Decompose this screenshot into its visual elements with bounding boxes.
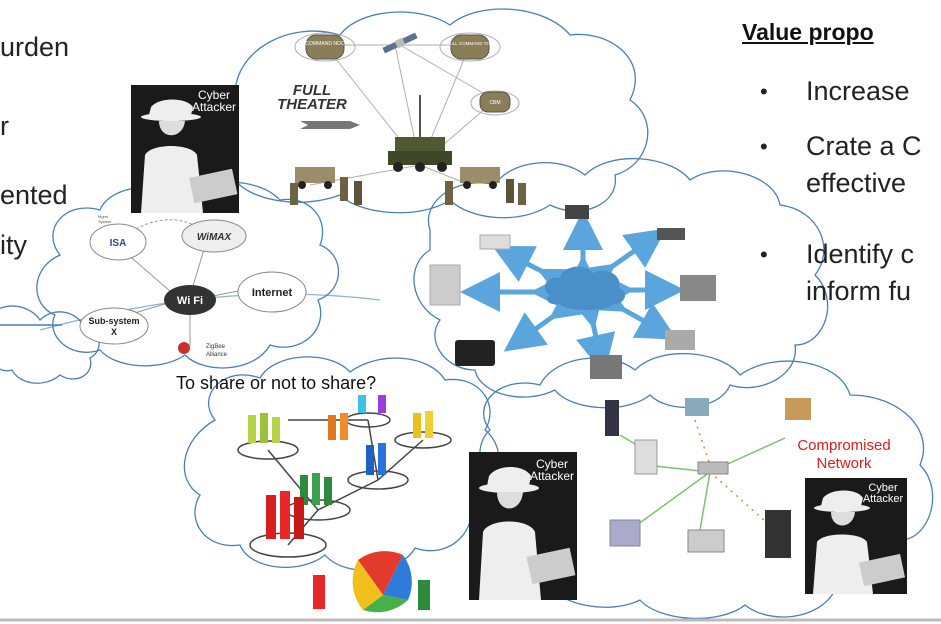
cyber-attacker-right: Cyber Attacker <box>805 478 907 594</box>
command-vehicle-icon <box>388 95 452 172</box>
subsystem-label-line2: X <box>111 327 117 337</box>
network-cloud <box>413 158 829 409</box>
left-text-line3: ented <box>0 180 68 210</box>
aircraft-icon <box>300 121 360 129</box>
cyber-attacker-top: Cyber Attacker <box>131 85 239 213</box>
value-prop-bullet: • Increase <box>736 73 941 113</box>
bullet-text: effective <box>806 168 907 198</box>
zigbee-icon <box>178 342 190 354</box>
noc-node: COMMAND NOC <box>305 34 345 60</box>
theater-banner-line2: THEATER <box>277 96 347 113</box>
attacker-icon <box>813 490 906 594</box>
attacker-icon <box>479 467 576 600</box>
attacker-label-line2: Attacker <box>862 493 904 505</box>
soldiers-right-icon <box>445 167 526 205</box>
value-prop-title: Value propo <box>742 19 874 45</box>
notebook-icon <box>665 330 695 350</box>
wimax-label: WiMAX <box>197 232 233 243</box>
subsystem-node <box>79 307 149 345</box>
bullet-dot: • <box>760 134 768 159</box>
mgmt-label-line1: Mgmt <box>98 214 109 219</box>
hub-cloud-icon <box>544 266 626 310</box>
bullet-dot: • <box>760 79 768 104</box>
cbm-node: CBM <box>479 91 511 113</box>
nas-icon <box>479 234 511 250</box>
svg-text:COMMAND NOC: COMMAND NOC <box>306 41 345 47</box>
tower-icon <box>765 510 791 558</box>
wifi-label: Wi Fi <box>177 295 203 307</box>
attacker-label-line2: Attacker <box>529 469 574 483</box>
wimax-node <box>181 219 247 253</box>
attacker-label-line1: Cyber <box>197 88 230 102</box>
laptop-bottom-icon <box>590 355 622 379</box>
people-network-diagram <box>237 395 452 613</box>
modem-icon <box>605 400 619 436</box>
package-icon <box>785 398 811 420</box>
monitor-icon <box>685 398 709 416</box>
router-icon <box>657 228 685 240</box>
zigbee-label-line2: Alliance <box>206 352 228 358</box>
svg-text:FULL COMMAND TOC: FULL COMMAND TOC <box>447 41 494 46</box>
isa-node <box>89 223 147 261</box>
internet-label: Internet <box>252 287 293 299</box>
printer-icon <box>565 205 589 219</box>
server-icon <box>429 264 461 306</box>
svg-text:CBM: CBM <box>489 100 500 106</box>
puzzle-icon <box>313 551 430 613</box>
value-prop-bullet: • Crate a C effective <box>736 128 941 203</box>
attacker-label-line1: Cyber <box>868 482 898 494</box>
cyber-attacker-middle: Cyber Attacker <box>469 452 577 600</box>
attacker-label-line2: Attacker <box>191 100 236 114</box>
soldiers-left-icon <box>290 167 362 205</box>
desktop-icon <box>609 519 641 547</box>
left-edge-cloud <box>0 305 100 384</box>
printer-icon <box>687 529 725 553</box>
military-diagram: COMMAND NOC FULL COMMAND TOC CBM FULL TH… <box>277 32 526 205</box>
compromised-network-diagram <box>605 398 811 558</box>
sharing-caption: To share or not to share? <box>176 373 377 393</box>
mgmt-label-line2: System <box>98 219 112 224</box>
wireless-diagram: ISA WiMAX Wi Fi Internet Sub-system X Zi… <box>79 214 307 358</box>
wifi-node <box>164 285 216 315</box>
bullet-dot: • <box>760 242 768 267</box>
bullet-text: inform fu <box>806 276 912 306</box>
left-text-line1: urden <box>0 32 70 62</box>
toc-node: FULL COMMAND TOC <box>447 34 494 60</box>
left-text-line2: r <box>0 111 9 141</box>
laptop-icon <box>680 275 716 301</box>
people-groups-icon <box>248 395 433 539</box>
isa-label: ISA <box>110 238 127 249</box>
network-hub-diagram <box>429 205 716 379</box>
left-text-line4: ity <box>0 230 27 260</box>
theater-banner-line1: FULL <box>293 82 331 99</box>
access-point-icon <box>634 439 658 475</box>
bullet-text: Identify c <box>806 239 915 269</box>
attacker-label-line1: Cyber <box>535 457 568 471</box>
value-prop-bullet: • Identify c inform fu <box>736 236 941 311</box>
bullet-text: Crate a C <box>806 131 922 161</box>
attacker-icon <box>141 99 238 213</box>
compromised-label-line1: Compromised <box>797 437 891 454</box>
compromised-label: Compromised Network <box>784 437 904 473</box>
router-icon <box>697 461 729 475</box>
subsystem-label-line1: Sub-system <box>88 316 139 326</box>
compromised-label-line2: Network <box>816 455 872 472</box>
zigbee-label-line1: ZigBee <box>206 344 226 350</box>
bullet-text: Increase <box>806 76 910 106</box>
satellite-icon <box>382 32 418 54</box>
internet-node <box>237 271 307 313</box>
tablet-icon <box>455 340 495 366</box>
